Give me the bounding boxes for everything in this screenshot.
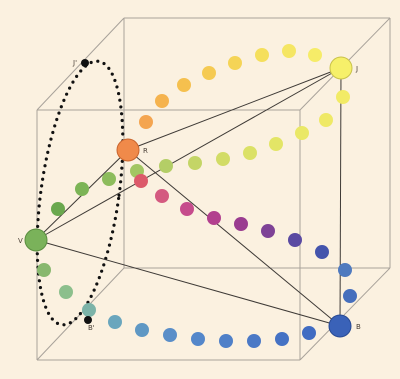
bead — [177, 78, 191, 92]
label-r: R — [143, 147, 148, 155]
bead — [51, 202, 65, 216]
vertex-r — [117, 139, 139, 161]
bead — [261, 224, 275, 238]
bead — [108, 315, 122, 329]
bead — [139, 115, 153, 129]
bead — [338, 263, 352, 277]
vertex-v — [25, 229, 47, 251]
bead — [275, 332, 289, 346]
bead — [315, 245, 329, 259]
bead — [82, 303, 96, 317]
bead — [288, 233, 302, 247]
label-b: B — [356, 323, 361, 331]
bead — [308, 48, 322, 62]
bead — [159, 159, 173, 173]
ellipse-top-point — [81, 59, 89, 67]
bead — [228, 56, 242, 70]
bead — [135, 323, 149, 337]
bead — [269, 137, 283, 151]
bead — [319, 113, 333, 127]
bead — [243, 146, 257, 160]
label-j: J — [355, 65, 358, 73]
bead — [191, 332, 205, 346]
bead — [282, 44, 296, 58]
bead — [219, 334, 233, 348]
bead — [247, 334, 261, 348]
label-j-prime: J' — [72, 59, 77, 67]
ellipse-bottom-point — [84, 316, 92, 324]
bead — [180, 202, 194, 216]
label-v: V — [18, 237, 23, 245]
bead — [216, 152, 230, 166]
bead — [188, 156, 202, 170]
vertex-j — [330, 57, 352, 79]
bead — [343, 289, 357, 303]
bead — [207, 211, 221, 225]
bead — [234, 217, 248, 231]
bead — [163, 328, 177, 342]
bead — [134, 174, 148, 188]
bead — [255, 48, 269, 62]
bead — [336, 90, 350, 104]
bead — [155, 189, 169, 203]
bead — [155, 94, 169, 108]
vertex-b — [329, 315, 351, 337]
bead — [295, 126, 309, 140]
bead — [102, 172, 116, 186]
bead — [202, 66, 216, 80]
bead — [302, 326, 316, 340]
bead — [59, 285, 73, 299]
label-b-prime: B' — [88, 324, 95, 332]
bead — [75, 182, 89, 196]
bead — [37, 263, 51, 277]
